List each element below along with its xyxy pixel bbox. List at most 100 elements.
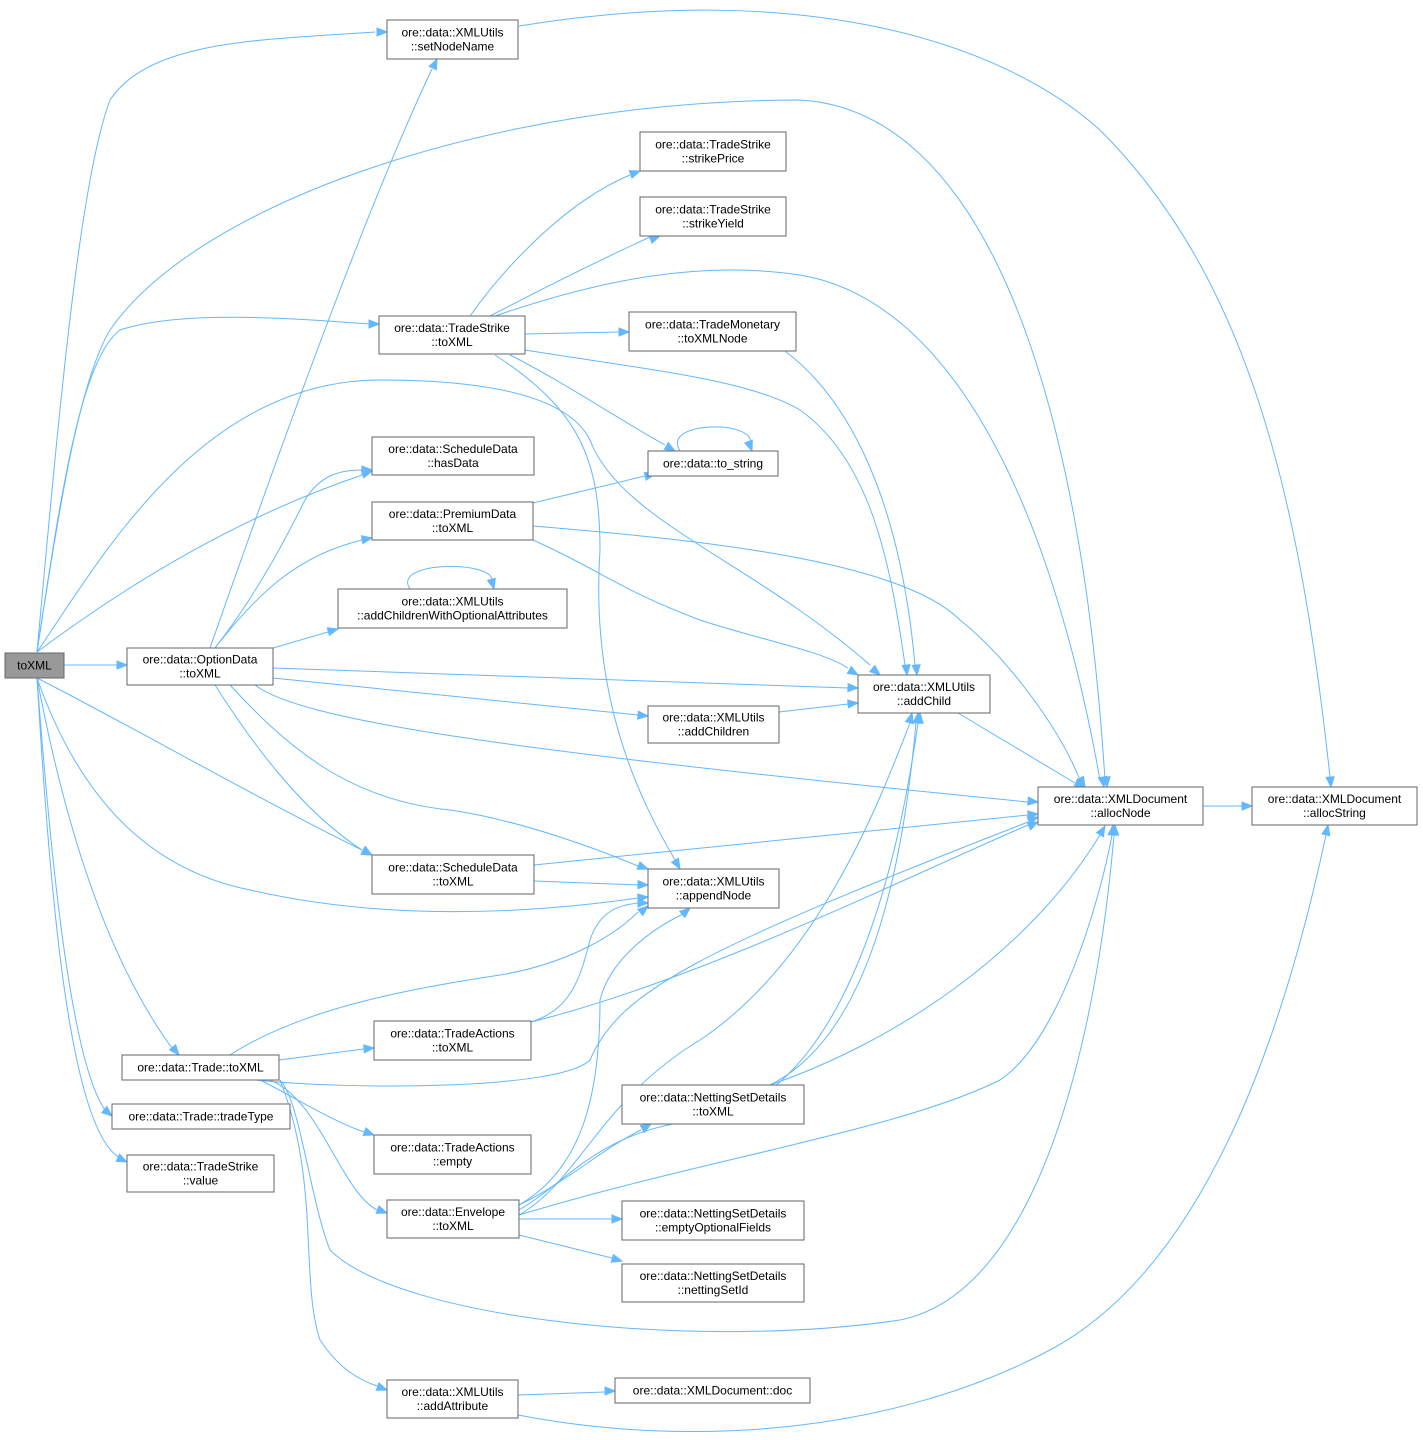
node-box — [621, 1084, 805, 1125]
node-label: ::toXML — [431, 335, 473, 349]
edge-ns-allocnode — [769, 834, 1101, 1086]
edge-root-tradetype-arrowhead — [100, 1105, 114, 1117]
edge-env-appendnode — [518, 913, 684, 1206]
node-label: ::addChildrenWithOptionalAttributes — [357, 609, 548, 623]
node-box — [621, 1200, 805, 1241]
node-box — [621, 1263, 805, 1303]
edge-root-scheduledata — [36, 677, 363, 851]
edge-premium-allocnode — [532, 525, 1081, 781]
edge-addattr-allocstring-arrowhead — [1321, 823, 1331, 837]
edge-root-setnodename — [36, 31, 376, 653]
node-box — [4, 652, 65, 679]
node-box — [386, 19, 519, 60]
node-label: ore::data::XMLUtils — [662, 875, 764, 889]
edge-root-hasdata — [36, 474, 363, 653]
node-nettingset-nettingsetid[interactable]: ore::data::NettingSetDetails::nettingSet… — [621, 1263, 805, 1303]
node-label: ore::data::TradeStrike — [394, 321, 510, 335]
node-label: ::hasData — [427, 456, 479, 470]
node-box — [126, 647, 274, 686]
edge-root-tradestrike-arrowhead — [368, 319, 381, 329]
edge-ts-strikeprice-arrowhead — [628, 170, 642, 180]
edge-ts-appendnode — [494, 354, 676, 861]
edge-ta-allocnode-arrowhead — [1026, 821, 1040, 831]
node-label: toXML — [17, 659, 52, 673]
edge-ts-allocnode — [494, 269, 1101, 781]
edge-env-nettingsetid-arrowhead — [610, 1253, 624, 1263]
node-envelope-toxml[interactable]: ore::data::Envelope::toXML — [386, 1199, 520, 1239]
node-label: ore::data::NettingSetDetails — [640, 1269, 787, 1283]
edge-env-nettingsetid — [518, 1234, 613, 1259]
node-trade-tradetype[interactable]: ore::data::Trade::tradeType — [111, 1103, 291, 1130]
edge-od-allocnode — [254, 684, 1029, 803]
node-box — [857, 674, 991, 714]
edge-env-nettingset-arrowhead — [639, 1123, 653, 1134]
node-premiumdata-toxml[interactable]: ore::data::PremiumData::toXML — [371, 501, 534, 541]
edge-ts-trademonetary — [524, 331, 620, 335]
edge-root-tradetype — [36, 677, 106, 1111]
node-xmlutils-addchildren[interactable]: ore::data::XMLUtils::addChildren — [647, 705, 780, 744]
edge-ts-tostring-arrowhead — [663, 441, 677, 452]
node-tradestrike-strikeyield[interactable]: ore::data::TradeStrike::strikeYield — [639, 196, 787, 237]
node-box — [337, 588, 568, 629]
edge-root-trade-arrowhead — [168, 1043, 180, 1057]
edge-ta-appendnode-arrowhead — [637, 898, 650, 908]
node-label: ore::data::TradeStrike — [143, 1160, 259, 1174]
edge-od-setnodename-arrowhead — [428, 57, 438, 71]
edge-root-tsvalue-arrowhead — [115, 1153, 129, 1163]
node-xmlutils-addchildrenopt[interactable]: ore::data::XMLUtils::addChildrenWithOpti… — [337, 588, 568, 629]
node-trade-toxml[interactable]: ore::data::Trade::toXML — [121, 1054, 280, 1081]
node-label: ::toXML — [179, 667, 221, 681]
node-xmlutils-addattribute[interactable]: ore::data::XMLUtils::addAttribute — [386, 1379, 519, 1419]
node-tradestrike-strikeprice[interactable]: ore::data::TradeStrike::strikePrice — [639, 131, 787, 172]
edge-ts-strikeyield — [489, 236, 651, 317]
node-xmlutils-addchild[interactable]: ore::data::XMLUtils::addChild — [857, 674, 991, 714]
edge-addchild-allocnode-arrowhead — [1073, 777, 1087, 788]
node-tradeactions-toxml[interactable]: ore::data::TradeActions::toXML — [373, 1020, 532, 1061]
node-label: ::toXML — [432, 875, 474, 889]
edge-root-setnodename-arrowhead — [376, 27, 389, 37]
edge-addattr-allocstring — [517, 834, 1327, 1432]
node-tradeactions-empty[interactable]: ore::data::TradeActions::empty — [373, 1134, 532, 1175]
node-label: ::toXML — [692, 1105, 734, 1119]
node-trademonetary-toxmlnode[interactable]: ore::data::TradeMonetary::toXMLNode — [628, 311, 797, 352]
node-box — [647, 705, 780, 744]
edge-premium-addchild — [532, 539, 849, 669]
node-label: ore::data::XMLUtils — [401, 595, 503, 609]
edge-trade-envelope — [269, 1079, 378, 1211]
node-scheduledata-hasdata[interactable]: ore::data::ScheduleData::hasData — [371, 436, 535, 476]
node-tradestrike-toxml[interactable]: ore::data::TradeStrike::toXML — [378, 315, 526, 355]
node-box — [386, 1379, 519, 1419]
edge-od-addchildrenopt — [272, 631, 329, 649]
node-label: ore::data::Trade::tradeType — [129, 1110, 274, 1124]
edge-trade-envelope-arrowhead — [375, 1204, 389, 1214]
edge-env-addchild-2 — [518, 722, 911, 1216]
edge-tostring-self — [676, 426, 751, 452]
edge-setnodename-allocstring-arrowhead — [1325, 776, 1335, 789]
node-label: ::addChild — [897, 694, 951, 708]
node-box — [371, 501, 534, 541]
node-xmldocument-doc[interactable]: ore::data::XMLDocument::doc — [614, 1377, 811, 1404]
node-scheduledata-toxml[interactable]: ore::data::ScheduleData::toXML — [371, 854, 535, 895]
edge-allocnode-allocstring-arrowhead — [1241, 801, 1254, 811]
node-xmlutils-setnodename[interactable]: ore::data::XMLUtils::setNodeName — [386, 19, 519, 60]
node-tradestrike-value[interactable]: ore::data::TradeStrike::value — [126, 1154, 275, 1193]
node-label: ::allocNode — [1090, 806, 1150, 820]
node-root[interactable]: toXML — [4, 652, 65, 679]
node-nettingset-toxml[interactable]: ore::data::NettingSetDetails::toXML — [621, 1084, 805, 1125]
node-nettingset-emptyopt[interactable]: ore::data::NettingSetDetails::emptyOptio… — [621, 1200, 805, 1241]
node-xmlutils-appendnode[interactable]: ore::data::XMLUtils::appendNode — [647, 868, 780, 909]
edge-ts-addchild-arrowhead — [901, 664, 911, 677]
node-label: ::appendNode — [676, 889, 752, 903]
node-label: ore::data::TradeStrike — [655, 203, 771, 217]
node-xmldocument-allocstring[interactable]: ore::data::XMLDocument::allocString — [1251, 786, 1418, 826]
node-box — [639, 196, 787, 237]
node-optiondata-toxml[interactable]: ore::data::OptionData::toXML — [126, 647, 274, 686]
edge-od-allocnode-arrowhead — [1027, 796, 1040, 806]
node-box — [1251, 786, 1418, 826]
node-to-string[interactable]: ore::data::to_string — [647, 450, 779, 477]
node-box — [614, 1377, 811, 1404]
node-xmldocument-allocnode[interactable]: ore::data::XMLDocument::allocNode — [1037, 786, 1204, 826]
edge-addchildrenopt-self-arrowhead — [486, 577, 496, 591]
edge-od-premium-arrowhead — [360, 535, 374, 545]
edge-ta-appendnode — [530, 902, 639, 1023]
